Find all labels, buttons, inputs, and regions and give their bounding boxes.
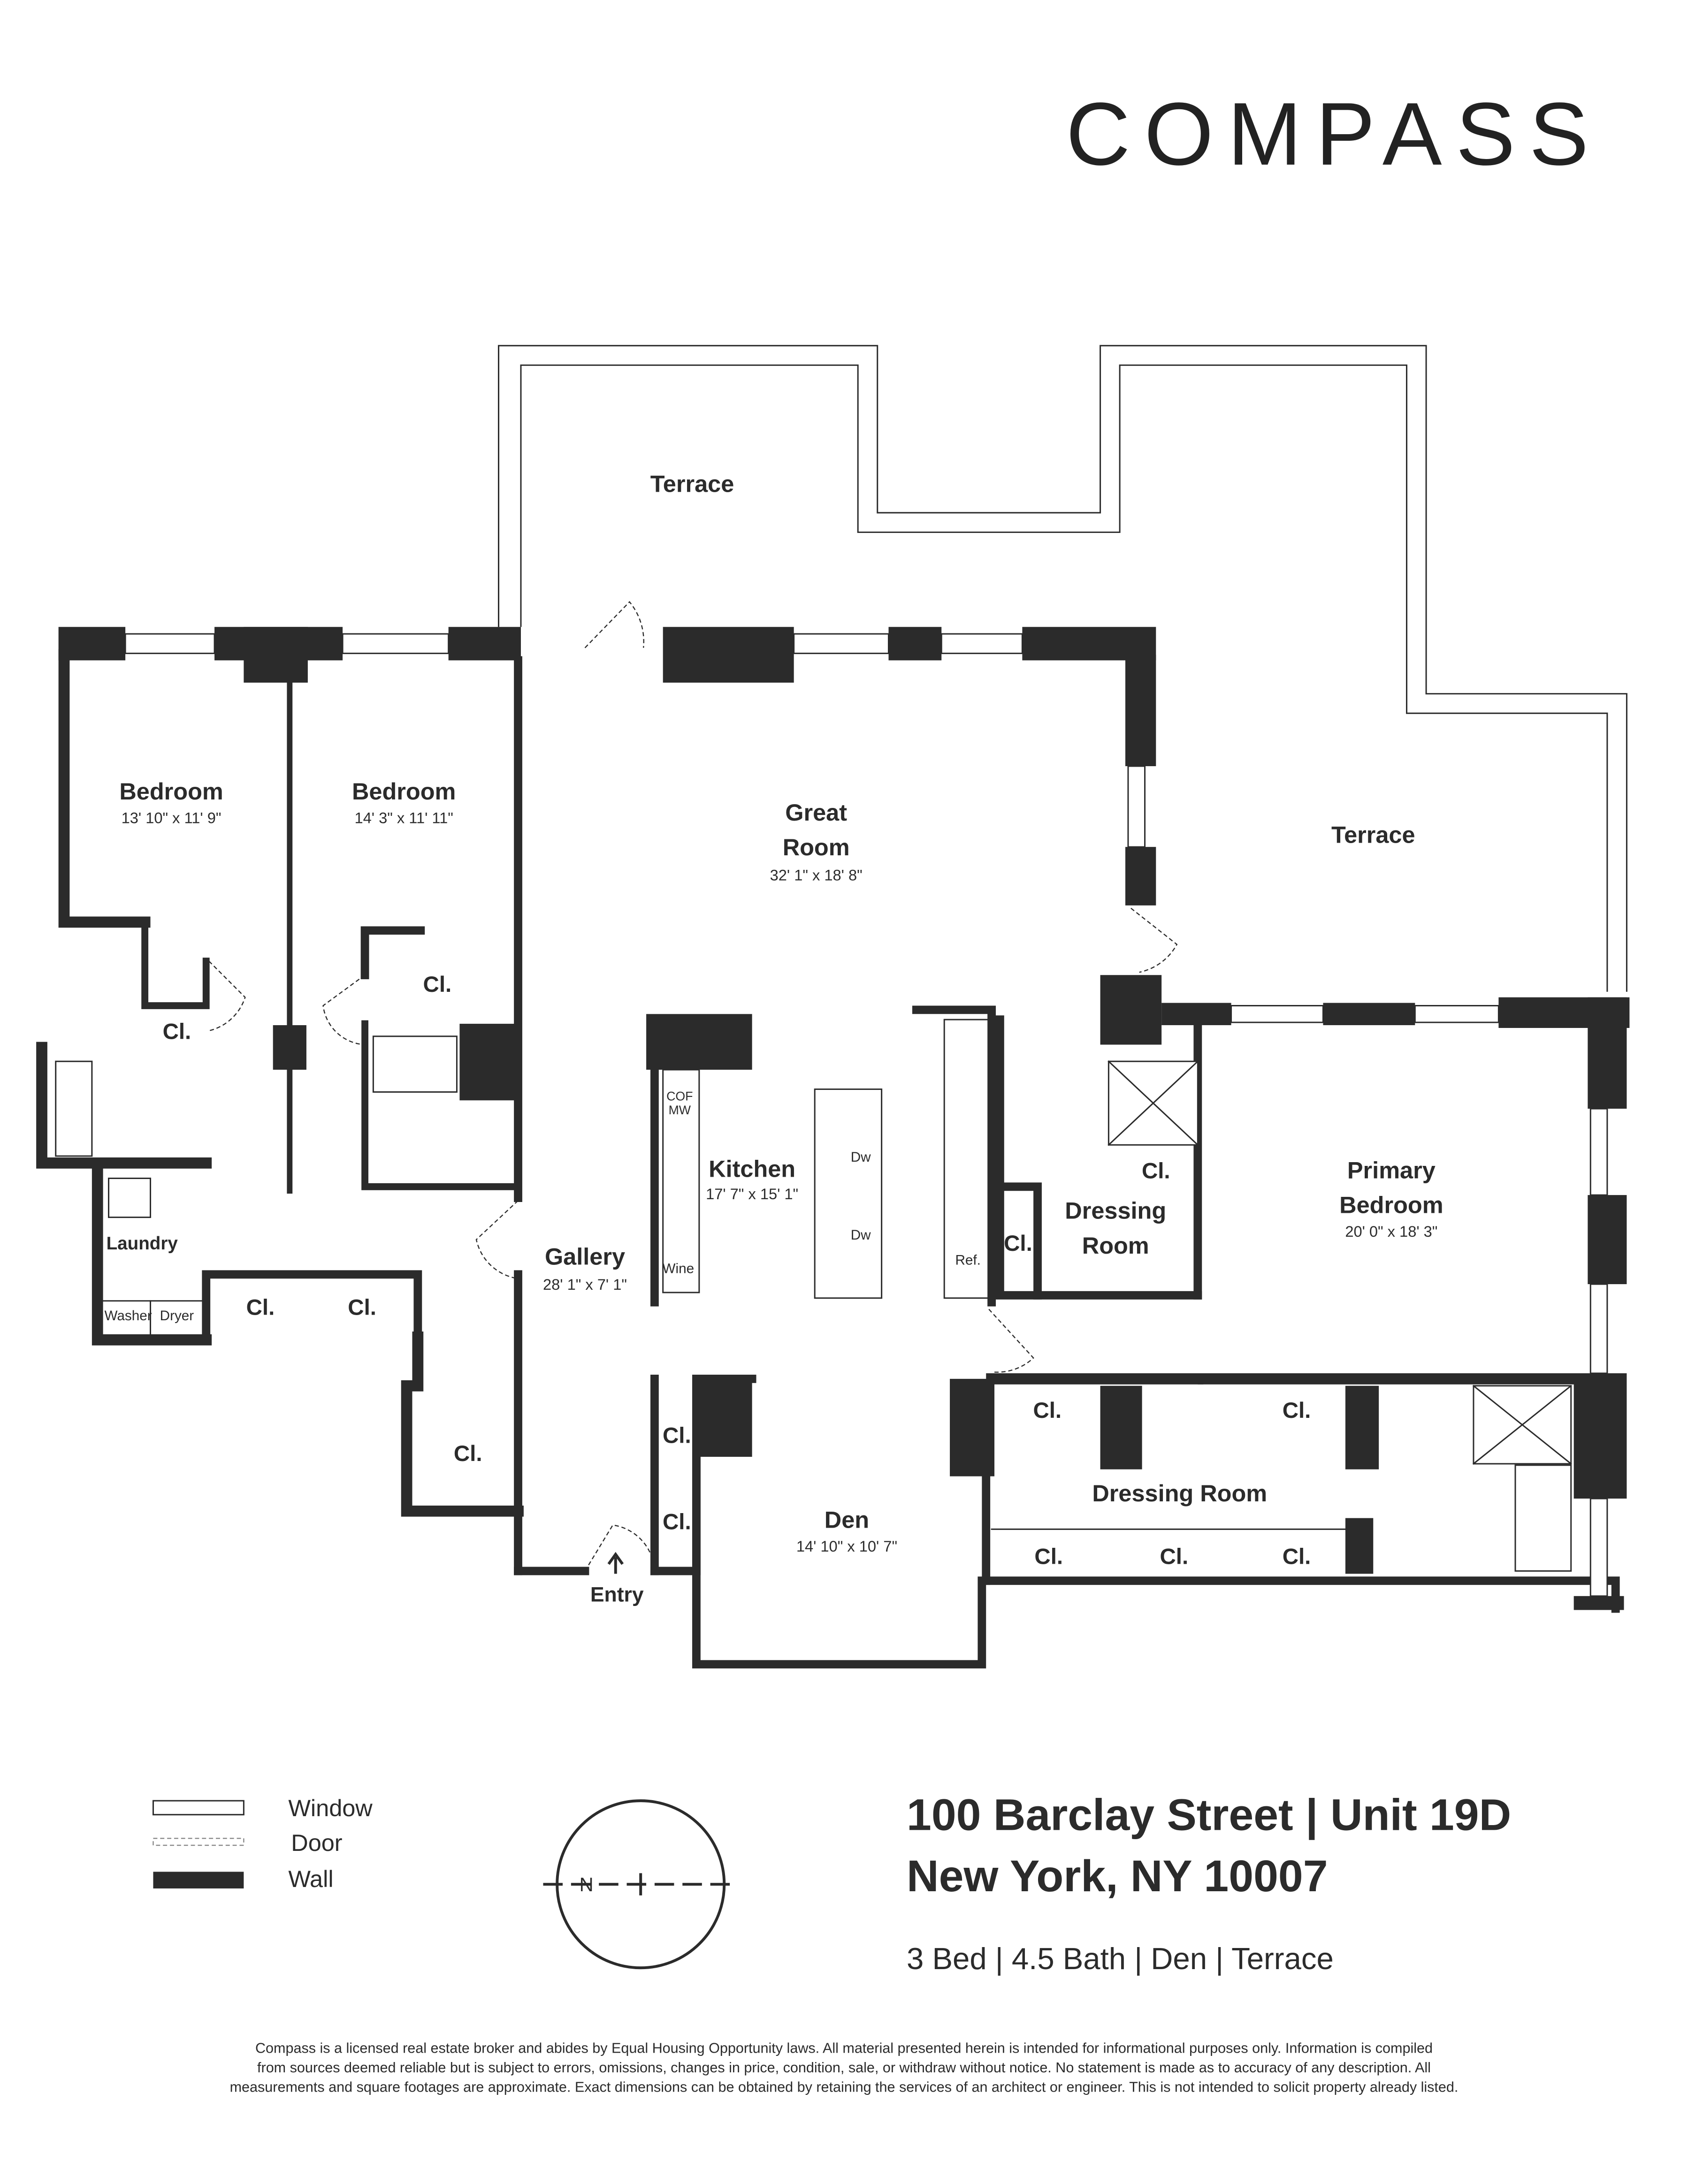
great-room-dimensions: 32' 1" x 18' 8": [770, 866, 863, 883]
terrace-label: Terrace: [650, 470, 734, 497]
legend-window-label: Window: [288, 1795, 373, 1821]
closet-label: Cl.: [1160, 1545, 1189, 1569]
disclaimer-line: measurements and square footages are app…: [230, 2079, 1459, 2095]
listing-info: 100 Barclay Street | Unit 19D New York, …: [907, 1790, 1511, 1976]
closet-label: Cl.: [1142, 1159, 1170, 1184]
closet-label: Cl.: [1283, 1545, 1311, 1569]
dressing-room-label: Dressing: [1065, 1197, 1166, 1224]
dryer-label: Dryer: [160, 1308, 194, 1324]
walls: [36, 627, 1630, 1669]
coffee-label: COF: [666, 1089, 693, 1103]
washer-label: Washer: [105, 1308, 152, 1324]
dressing-room-label: Room: [1082, 1232, 1149, 1259]
logo-text: COMPASS: [1066, 84, 1603, 184]
closet-label: Cl.: [454, 1441, 482, 1466]
bedroom-label: Bedroom: [119, 778, 223, 805]
legend-wall-swatch: [153, 1872, 244, 1889]
gallery-dimensions: 28' 1" x 7' 1": [543, 1276, 627, 1293]
great-room-label: Room: [783, 834, 850, 860]
den-label: Den: [825, 1506, 869, 1533]
address-line-1: 100 Barclay Street | Unit 19D: [907, 1790, 1511, 1840]
dishwasher-label: Dw: [851, 1149, 871, 1165]
room-labels: Terrace Terrace Bedroom 13' 10" x 11' 9"…: [105, 470, 1444, 1606]
closet-label: Cl.: [1034, 1545, 1063, 1569]
closet-label: Cl.: [1033, 1398, 1062, 1423]
dressing-room-label: Dressing Room: [1092, 1480, 1267, 1507]
closet-label: Cl.: [348, 1295, 376, 1320]
kitchen-dimensions: 17' 7" x 15' 1": [706, 1185, 798, 1202]
bedroom-dimensions: 14' 3" x 11' 11": [354, 809, 453, 827]
entry-arrow-icon: [607, 1552, 624, 1574]
closet-label: Cl.: [163, 1020, 191, 1044]
refrigerator-label: Ref.: [955, 1253, 980, 1268]
disclaimer-line: Compass is a licensed real estate broker…: [255, 2040, 1433, 2056]
microwave-label: MW: [669, 1103, 691, 1117]
closet-label: Cl.: [246, 1295, 275, 1320]
north-arrow-icon: N: [543, 1799, 738, 1970]
listing-summary: 3 Bed | 4.5 Bath | Den | Terrace: [907, 1941, 1334, 1976]
entry-label: Entry: [590, 1583, 644, 1606]
legend-door-label: Door: [291, 1829, 342, 1856]
closet-label: Cl.: [1283, 1398, 1311, 1423]
terrace-outline: [497, 345, 1627, 992]
compass-logo: COMPASS: [1066, 84, 1603, 184]
north-label: N: [580, 1873, 594, 1895]
dishwasher-label: Dw: [851, 1227, 871, 1243]
address-line-2: New York, NY 10007: [907, 1851, 1328, 1901]
bedroom-dimensions: 13' 10" x 11' 9": [122, 809, 222, 827]
bedroom-label: Bedroom: [352, 778, 456, 805]
closet-label: Cl.: [423, 972, 452, 997]
gallery-label: Gallery: [545, 1243, 625, 1270]
kitchen-label: Kitchen: [709, 1156, 795, 1182]
disclaimer: Compass is a licensed real estate broker…: [230, 2040, 1459, 2095]
legend: Window Door Wall: [152, 1795, 373, 1892]
closet-label: Cl.: [1004, 1231, 1032, 1256]
door-swings: [208, 601, 1178, 1572]
wine-label: Wine: [663, 1261, 695, 1276]
primary-bedroom-label: Bedroom: [1339, 1192, 1443, 1218]
laundry-label: Laundry: [107, 1233, 178, 1254]
disclaimer-line: from sources deemed reliable but is subj…: [257, 2060, 1431, 2076]
legend-door-swatch: [153, 1838, 244, 1846]
terrace-label: Terrace: [1331, 821, 1415, 848]
great-room-label: Great: [785, 799, 847, 826]
legend-wall-label: Wall: [288, 1865, 333, 1892]
closet-label: Cl.: [663, 1509, 691, 1534]
primary-bedroom-dimensions: 20' 0" x 18' 3": [1345, 1223, 1437, 1240]
legend-window-swatch: [152, 1800, 244, 1816]
closet-label: Cl.: [663, 1423, 691, 1448]
den-dimensions: 14' 10" x 10' 7": [796, 1537, 897, 1555]
primary-bedroom-label: Primary: [1347, 1157, 1436, 1184]
